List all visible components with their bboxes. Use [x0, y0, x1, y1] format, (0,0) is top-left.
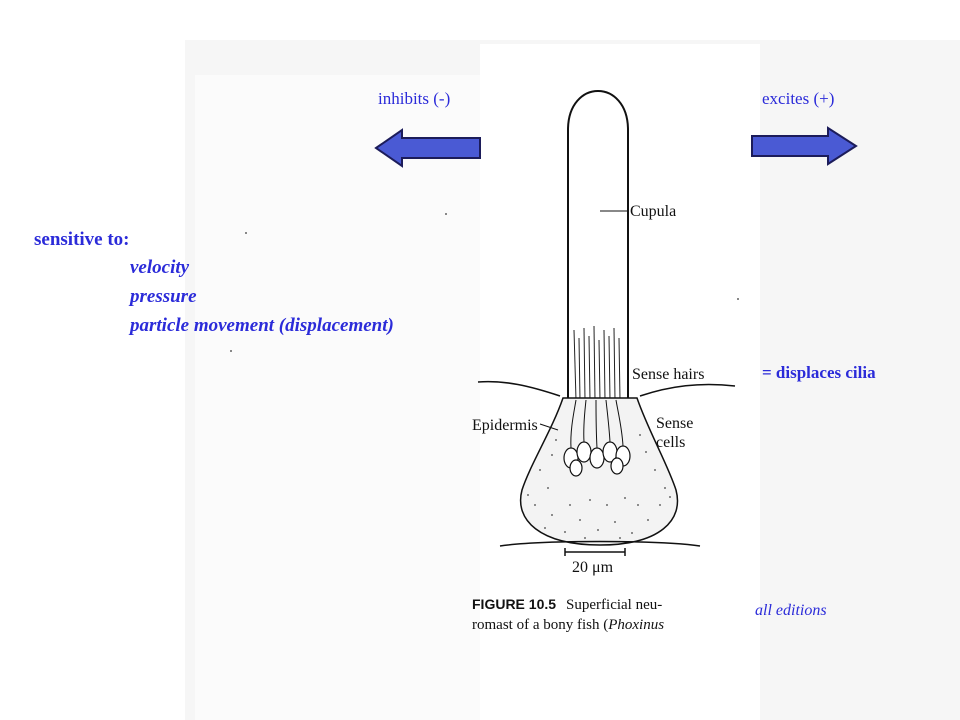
epidermis-line	[477, 380, 736, 397]
excite-arrow-shape	[751, 126, 858, 166]
sense-cells-label-2: cells	[656, 434, 685, 451]
neuromast-diagram: Cupula Sense hairs Epidermis Sense cells…	[472, 90, 736, 576]
sensitivity-item-pressure: pressure	[130, 286, 197, 307]
caption-text-1: Superficial neu-	[566, 597, 663, 613]
excite-arrow-right	[751, 126, 858, 166]
sensitivity-item-velocity: velocity	[130, 257, 190, 278]
excites-label: excites (+)	[762, 89, 835, 108]
stippling	[527, 434, 671, 539]
displaces-cilia-note: = displaces cilia	[762, 363, 876, 382]
scan-speck	[445, 213, 447, 215]
scan-speck	[245, 232, 247, 234]
scan-speck	[737, 298, 739, 300]
inhibit-arrow-left	[374, 128, 481, 168]
figure-caption-line-2: romast of a bony fish (Phoxinus	[472, 617, 664, 634]
inhibits-label: inhibits (-)	[378, 89, 451, 108]
caption-text-2: romast of a bony fish (	[472, 617, 609, 633]
sense-hairs-label: Sense hairs	[632, 366, 704, 383]
epidermis-leader	[539, 423, 559, 431]
scale-bar	[564, 548, 626, 556]
cupula-outline	[567, 90, 629, 400]
neuromast-body	[519, 397, 679, 546]
basement-line	[499, 540, 701, 547]
sensitivity-heading: sensitive to:	[34, 229, 130, 250]
sensitivity-item-displacement: particle movement (displacement)	[130, 315, 394, 336]
epidermis-label: Epidermis	[472, 417, 538, 434]
cupula-label: Cupula	[630, 203, 676, 220]
sense-hairs	[573, 325, 621, 401]
scale-label: 20 μm	[572, 559, 614, 576]
editions-note: all editions	[755, 602, 827, 619]
scan-speck	[230, 350, 232, 352]
figure-number: FIGURE 10.5	[472, 596, 557, 612]
sense-cell-necks	[570, 399, 624, 449]
caption-species: Phoxinus	[608, 617, 665, 633]
figure-caption-line-1: FIGURE 10.5 Superficial neu-	[472, 596, 662, 614]
scanned-page-shade	[195, 75, 495, 720]
sense-cells-label-1: Sense	[656, 415, 693, 432]
inhibit-arrow-shape	[374, 128, 481, 168]
